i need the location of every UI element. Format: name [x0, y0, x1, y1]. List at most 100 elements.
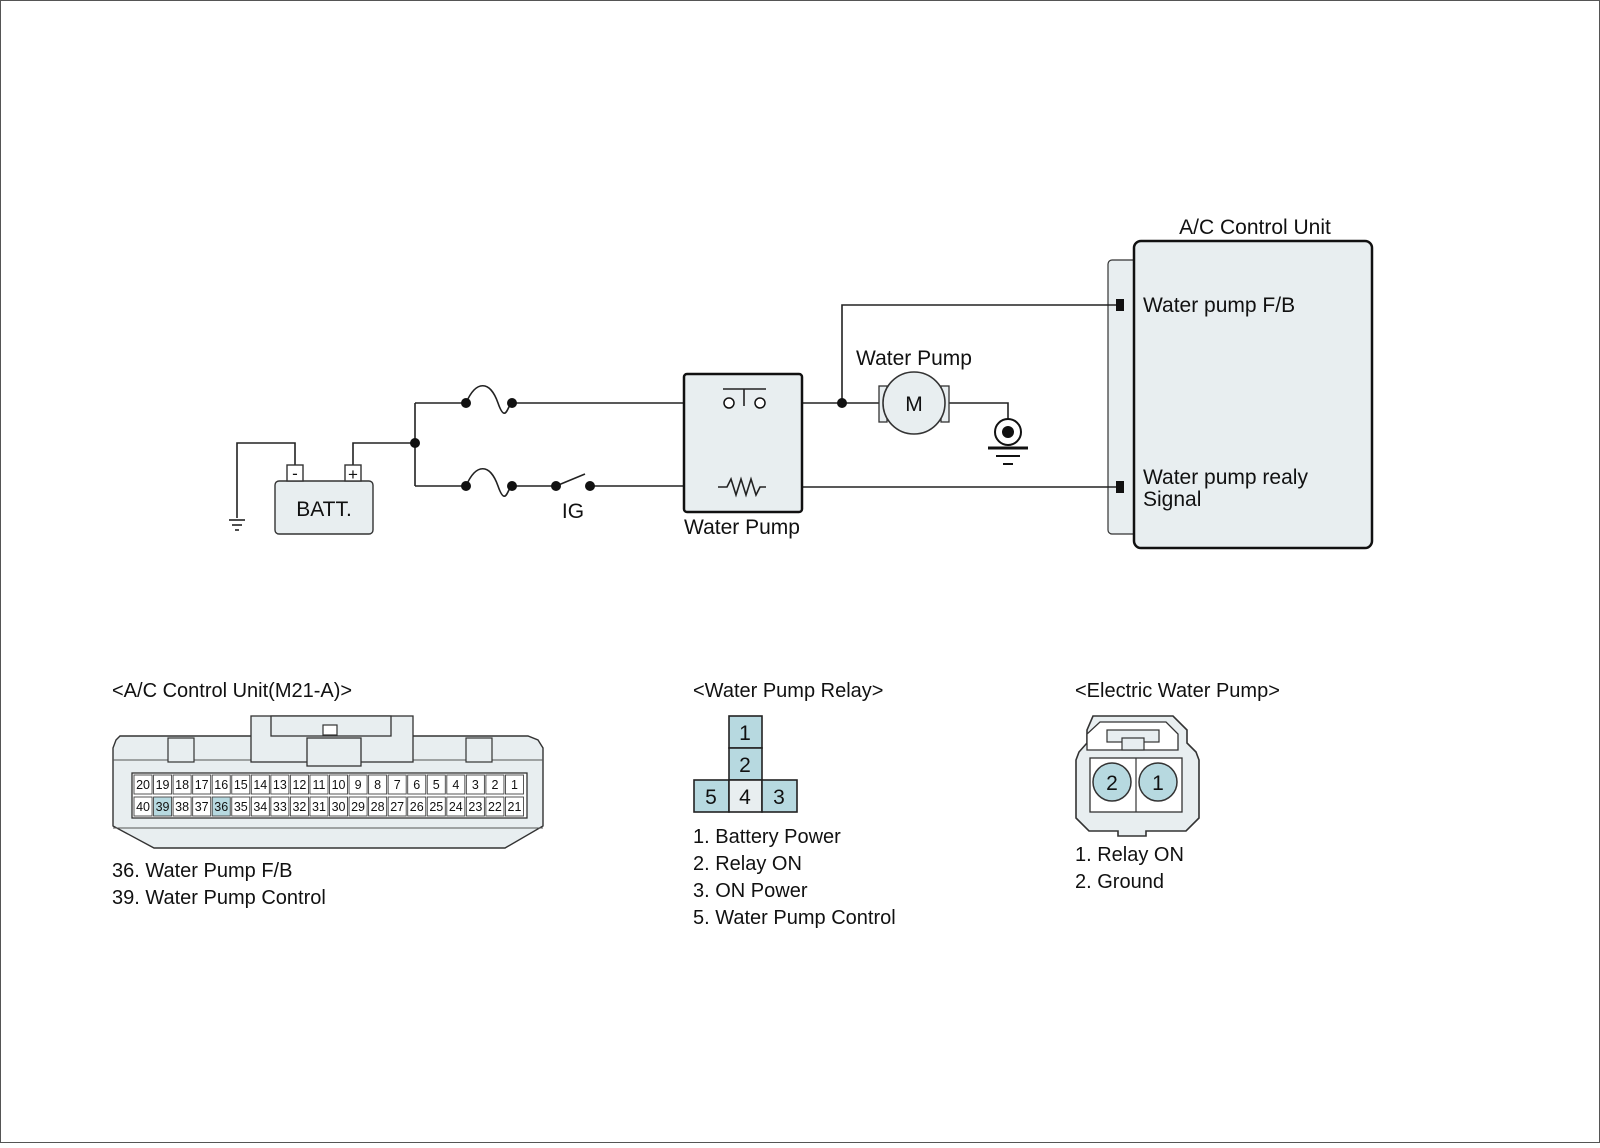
- acu-pin-cell: [446, 774, 466, 795]
- acu-pin-cell: [426, 774, 446, 795]
- acu-pin-cell: [250, 796, 270, 817]
- acu-pin-label: 9: [355, 778, 362, 792]
- acu-pin-label: 6: [413, 778, 420, 792]
- acu-pin-cell: [368, 796, 388, 817]
- battery-label: BATT.: [296, 498, 352, 521]
- acu-pin-label: 15: [234, 778, 248, 792]
- acu-pin-cell: [329, 774, 348, 795]
- acu-pin-label: 26: [410, 800, 424, 814]
- relay-pin-2: 2: [739, 754, 751, 777]
- acu-pin-label: 35: [234, 800, 248, 814]
- acu-pin-label: 40: [136, 800, 150, 814]
- control-unit-title: A/C Control Unit: [1179, 216, 1331, 239]
- acu-pin-cell: [348, 774, 368, 795]
- acu-pin-label: 13: [273, 778, 287, 792]
- acu-pin-label: 1: [511, 778, 518, 792]
- relay-pin-1: 1: [739, 722, 751, 745]
- acu-pin-cell: [172, 796, 192, 817]
- acu-pin-cell: [192, 774, 212, 795]
- acu-pin-cell: [270, 774, 290, 795]
- acu-pin-cell: [387, 796, 407, 817]
- acu-pin-label: 19: [156, 778, 170, 792]
- pin-signal-label-line1: Water pump realy: [1143, 466, 1308, 489]
- acu-pin-label: 34: [253, 800, 267, 814]
- pump-pin-1: 1: [1152, 772, 1164, 795]
- acu-pin-label: 17: [195, 778, 209, 792]
- acu-pin-cell: [446, 796, 466, 817]
- acu-pin-label: 29: [351, 800, 365, 814]
- acu-pin-label: 24: [449, 800, 463, 814]
- acu-pin-label: 20: [136, 778, 150, 792]
- acu-pin-cell: [465, 774, 485, 795]
- control-unit: A/C Control Unit Water pump F/B Water pu…: [1107, 216, 1374, 550]
- acu-pin-cell: [231, 796, 251, 817]
- battery-plus-icon: +: [348, 465, 358, 484]
- acu-pin-cell: [348, 796, 368, 817]
- acu-pin-cell: [407, 796, 427, 817]
- acu-pin-cell: [250, 774, 270, 795]
- acu-pin-cell: [289, 774, 309, 795]
- acu-pin-cell: [368, 774, 388, 795]
- relay-pin-3: 3: [773, 786, 785, 809]
- acu-pin-label: 28: [371, 800, 385, 814]
- acu-pin-label: 5: [433, 778, 440, 792]
- acu-pin-cell: [505, 796, 524, 817]
- relay-coil-icon: [718, 476, 766, 498]
- acu-pin-cell: [270, 796, 290, 817]
- pin-signal-label-line2: Signal: [1143, 488, 1201, 511]
- pump-pin-2: 2: [1106, 772, 1118, 795]
- junction-dots: [410, 398, 847, 491]
- motor-icon: [882, 371, 946, 435]
- acu-legend-1: 36. Water Pump F/B: [112, 860, 292, 882]
- pin-fb-terminal: [1116, 299, 1124, 311]
- acu-pin-label: 39: [156, 800, 170, 814]
- relay-legend-4: 5. Water Pump Control: [693, 907, 896, 929]
- water-pump-relay: Water Pump: [682, 372, 804, 539]
- pump-connector-title: <Electric Water Pump>: [1075, 680, 1280, 702]
- battery-minus-icon: -: [292, 464, 298, 483]
- acu-pin-label: 31: [312, 800, 326, 814]
- pump-connector: <Electric Water Pump> 2 1 1. Relay ON 2.…: [1075, 680, 1280, 893]
- acu-legend-2: 39. Water Pump Control: [112, 887, 326, 909]
- acu-pin-cell: [329, 796, 348, 817]
- relay-legend-3: 3. ON Power: [693, 880, 808, 902]
- acu-pin-cell: [387, 774, 407, 795]
- acu-pin-cell: [407, 774, 427, 795]
- acu-pin-cell: [426, 796, 446, 817]
- relay-connector-title: <Water Pump Relay>: [693, 680, 883, 702]
- acu-pin-cell: [211, 796, 231, 817]
- acu-pin-label: 36: [214, 800, 228, 814]
- pump-label: Water Pump: [856, 347, 972, 370]
- ground-pump-icon: [988, 418, 1028, 465]
- acu-pin-label: 18: [175, 778, 189, 792]
- acu-pin-label: 22: [488, 800, 502, 814]
- acu-pin-cell: [289, 796, 309, 817]
- acu-pin-label: 21: [508, 800, 522, 814]
- acu-pin-label: 7: [394, 778, 401, 792]
- acu-pin-cell: [465, 796, 485, 817]
- acu-pin-label: 23: [468, 800, 482, 814]
- relay-contact-icon: [723, 397, 735, 409]
- acu-pin-label: 37: [195, 800, 209, 814]
- acu-pin-cell: [485, 774, 505, 795]
- acu-pin-cell: [211, 774, 231, 795]
- relay-pin-4: 4: [739, 786, 751, 809]
- acu-pin-label: 33: [273, 800, 287, 814]
- acu-pin-cell: [309, 774, 329, 795]
- acu-pin-cell: [133, 796, 153, 817]
- relay-legend-2: 2. Relay ON: [693, 853, 802, 875]
- acu-pin-label: 11: [312, 778, 325, 792]
- acu-pin-label: 25: [429, 800, 443, 814]
- acu-pin-label: 14: [253, 778, 267, 792]
- acu-pin-label: 12: [292, 778, 306, 792]
- acu-connector-title: <A/C Control Unit(M21-A)>: [112, 680, 352, 702]
- wires: [236, 304, 1116, 518]
- acu-pin-cell: [505, 774, 524, 795]
- acu-pin-label: 38: [175, 800, 189, 814]
- relay-pin-5: 5: [705, 786, 717, 809]
- acu-pin-label: 4: [452, 778, 459, 792]
